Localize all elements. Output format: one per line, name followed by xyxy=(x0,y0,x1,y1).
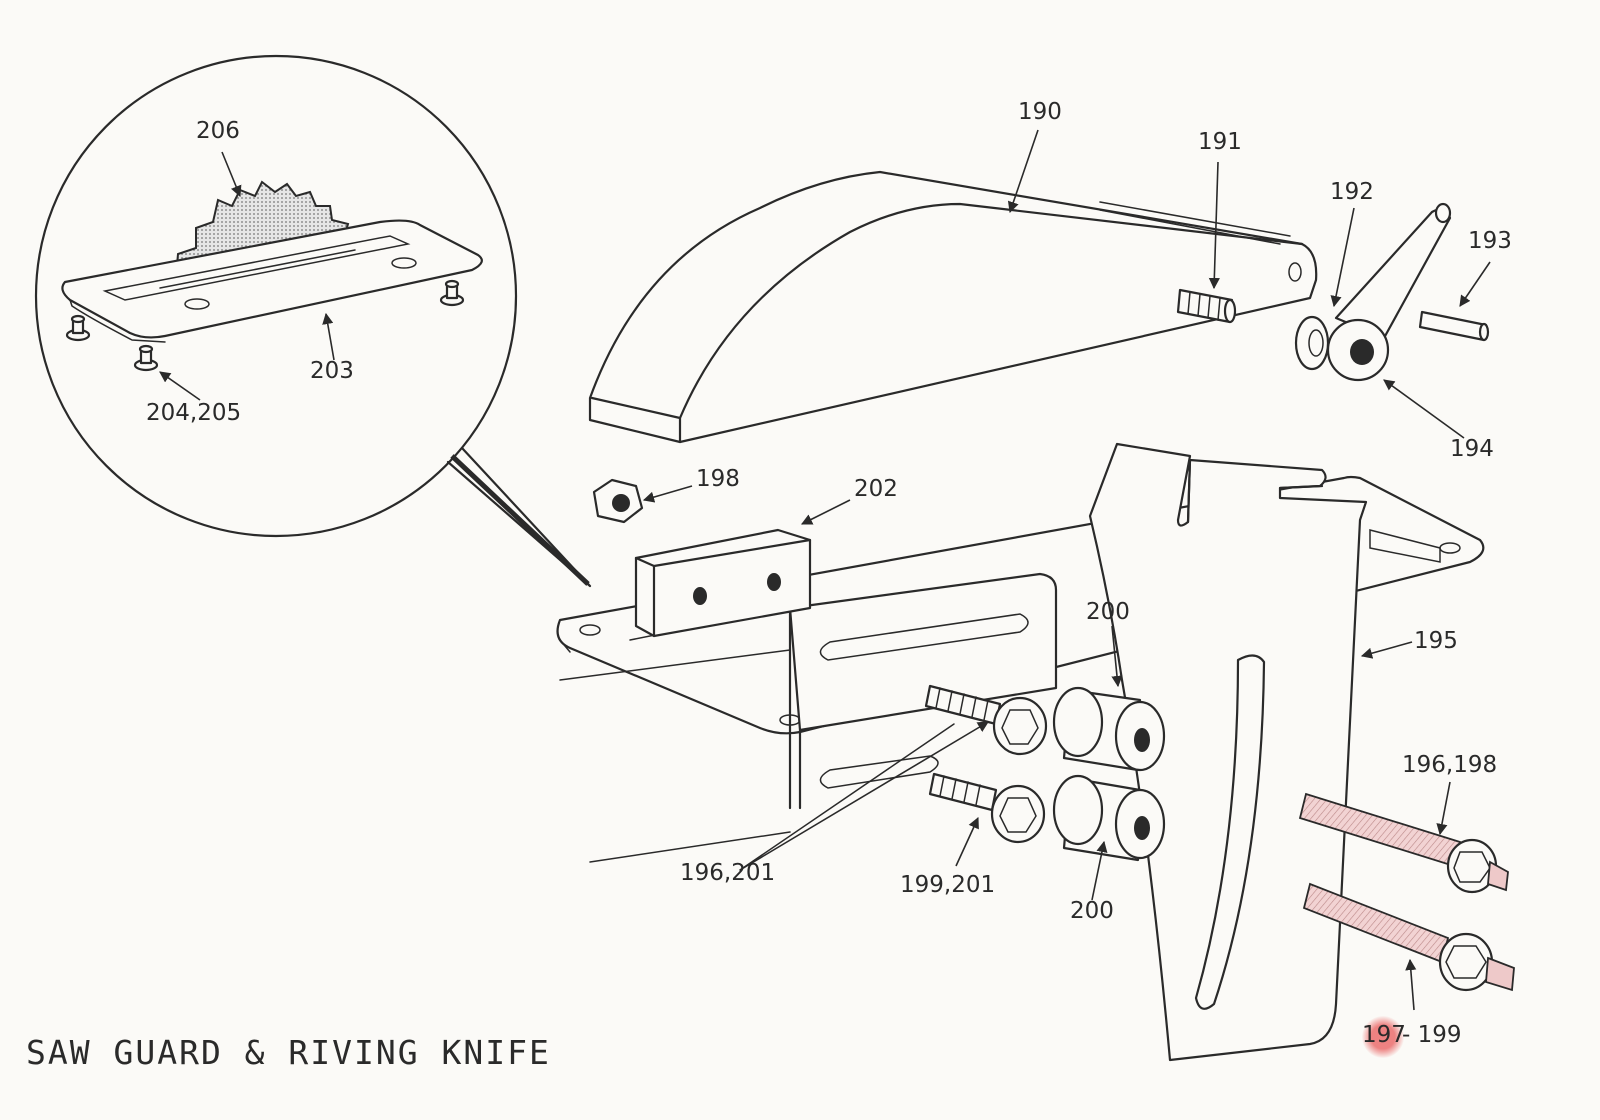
spacer-200-top xyxy=(1052,686,1166,772)
label-191: 191 xyxy=(1198,129,1242,155)
detail-circle xyxy=(34,54,592,588)
label-197: 197 xyxy=(1362,1022,1406,1048)
label-199-201: 199,201 xyxy=(900,872,996,898)
label-200-top: 200 xyxy=(1086,599,1130,625)
riving-knife-195 xyxy=(1088,442,1368,1062)
label-193: 193 xyxy=(1468,228,1512,254)
pin-193 xyxy=(1418,310,1490,342)
nut-198 xyxy=(592,478,644,524)
clamp-lever-194 xyxy=(1326,202,1452,382)
label-190: 190 xyxy=(1018,99,1062,125)
saw-guard-190 xyxy=(588,170,1318,444)
screws-204-205 xyxy=(65,279,465,372)
label-192: 192 xyxy=(1330,179,1374,205)
leader-arrows xyxy=(159,129,1491,1011)
spacer-block-202 xyxy=(634,528,812,638)
label-196-201: 196,201 xyxy=(680,860,776,886)
bolt-196-198 xyxy=(1298,792,1509,894)
label-196-198: 196,198 xyxy=(1402,752,1498,778)
washer-192 xyxy=(1294,315,1330,371)
label-200-bottom: 200 xyxy=(1070,898,1114,924)
label-203: 203 xyxy=(310,358,354,384)
diagram-title: SAW GUARD & RIVING KNIFE xyxy=(26,1033,551,1072)
label-197-dash-199: - 199 xyxy=(1402,1022,1462,1048)
label-194: 194 xyxy=(1450,436,1494,462)
insert-plate-203 xyxy=(61,219,483,343)
highlight-197-marker xyxy=(1362,1016,1404,1058)
bolt-199-201 xyxy=(928,772,1046,844)
label-204-205: 204,205 xyxy=(146,400,242,426)
bolt-196-201 xyxy=(924,684,1048,756)
spacer-200-bottom xyxy=(1052,774,1166,862)
label-195: 195 xyxy=(1414,628,1458,654)
stud-191 xyxy=(1176,288,1237,324)
label-206: 206 xyxy=(196,118,240,144)
label-202: 202 xyxy=(854,476,898,502)
trunnion-bracket xyxy=(559,572,1058,863)
bolt-197-199 xyxy=(1302,882,1515,992)
label-198: 198 xyxy=(696,466,740,492)
